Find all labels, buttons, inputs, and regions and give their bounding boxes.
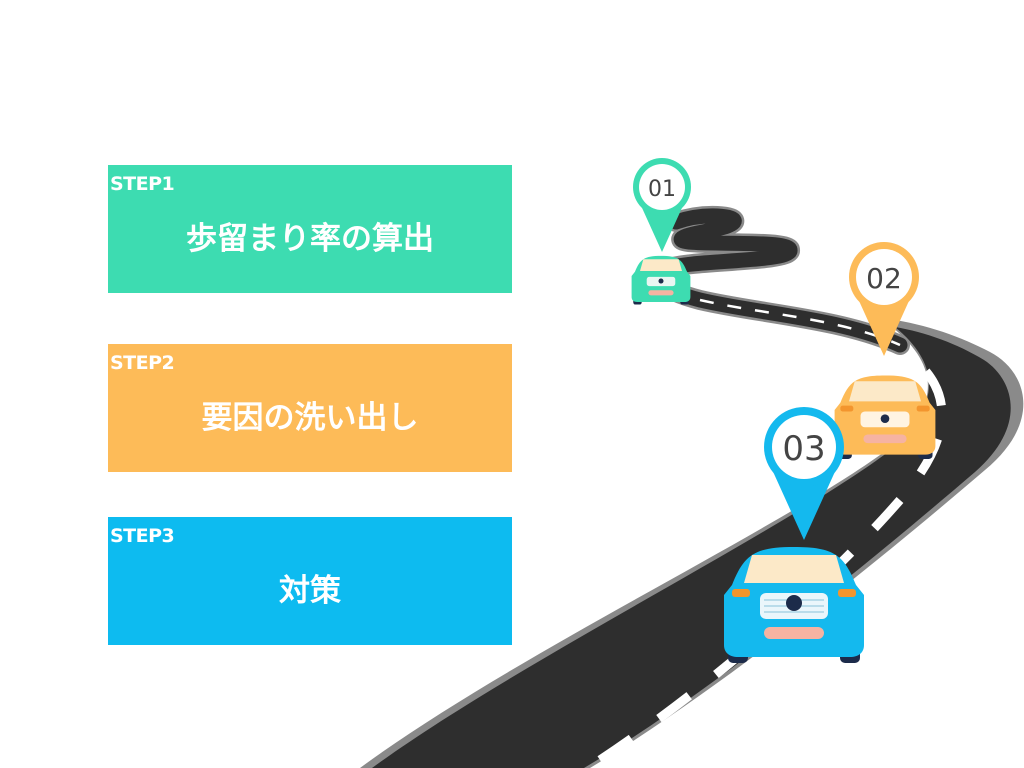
step1-title: 歩留まり率の算出 (186, 221, 434, 257)
main-road (360, 318, 1024, 768)
step1-label: STEP1 (110, 173, 175, 195)
marker-02-number: 02 (866, 262, 902, 295)
step2-title: 要因の洗い出し (201, 400, 419, 436)
step3-title: 対策 (279, 573, 341, 609)
step1-box: STEP1 歩留まり率の算出 (108, 165, 512, 293)
step2-box: STEP2 要因の洗い出し (108, 344, 512, 472)
marker-01: 01 (633, 158, 691, 252)
main-road-surface (372, 327, 1011, 768)
car-1 (631, 255, 691, 305)
step3-box: STEP3 対策 (108, 517, 512, 645)
step3-label: STEP3 (110, 525, 175, 547)
step2-label: STEP2 (110, 352, 175, 374)
marker-03: 03 (764, 407, 844, 540)
car-2 (834, 375, 936, 459)
marker-03-number: 03 (782, 429, 825, 469)
car-3 (724, 547, 864, 663)
marker-01-number: 01 (648, 177, 676, 202)
marker-02: 02 (849, 242, 919, 356)
